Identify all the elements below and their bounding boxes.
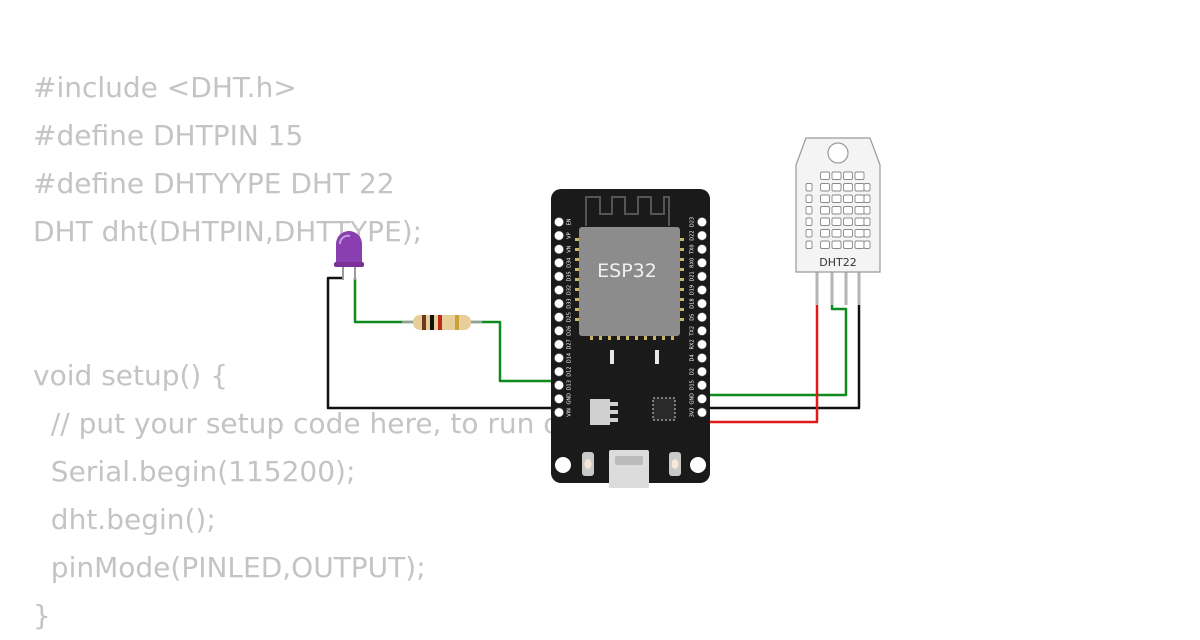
pin-label-right-3v3: 3V3 — [690, 408, 696, 418]
en-button[interactable] — [582, 452, 594, 476]
pin-right-gnd[interactable] — [697, 393, 707, 404]
pin-left-d14[interactable] — [554, 353, 564, 363]
pin-label-left-d33: D33 — [567, 298, 573, 308]
pin-label-left-d34: D34 — [567, 258, 573, 268]
code-line-1: #include <DHT.h> — [33, 71, 297, 104]
pin-left-d25[interactable] — [554, 312, 564, 323]
code-line-12: } — [33, 599, 51, 632]
pin-label-right-d21: D21 — [690, 271, 696, 281]
pin-label-right-tx2: TX2 — [690, 326, 696, 337]
wire-3v3-to-dht-vcc[interactable] — [703, 304, 819, 424]
wire-gnd-to-dht-gnd[interactable] — [703, 304, 861, 410]
code-line-4: DHT dht(DHTPIN,DHTTYPE); — [33, 215, 423, 248]
pin-right-d23[interactable] — [697, 217, 707, 227]
pin-label-right-tx0: TX0 — [690, 244, 696, 255]
pin-right-d2[interactable] — [697, 366, 707, 377]
pin-left-d34[interactable] — [554, 257, 564, 268]
wire-resistor-to-d12[interactable] — [470, 320, 557, 383]
pin-label-right-d15: D15 — [690, 380, 696, 390]
pin-right-tx0[interactable] — [697, 244, 707, 255]
boot-button[interactable] — [669, 452, 681, 476]
pin-label-left-d26: D26 — [567, 326, 573, 336]
chip-pins — [575, 238, 684, 340]
usb-port[interactable] — [609, 450, 649, 488]
pin-label-left-vp: VP — [567, 232, 573, 238]
pin-right-d21[interactable] — [697, 271, 707, 282]
pin-right-d18[interactable] — [697, 298, 707, 309]
pin-right-rx0[interactable] — [697, 257, 707, 268]
pin-label-right-rx2: RX2 — [690, 339, 696, 349]
pin-label-left-d14: D14 — [567, 353, 573, 363]
esp32-chip — [579, 227, 680, 336]
voltage-regulator — [590, 399, 618, 425]
pin-left-d26[interactable] — [554, 325, 564, 336]
wire-d15-to-dht-data[interactable] — [703, 304, 848, 397]
code-line-9: Serial.begin(115200); — [33, 455, 356, 488]
pin-label-right-gnd: GND — [690, 393, 696, 405]
wire-led-to-gnd[interactable] — [326, 276, 557, 410]
pin-label-right-d23: D23 — [690, 217, 696, 227]
wire-led-to-resistor[interactable] — [353, 278, 414, 324]
pin-label-left-en: EN — [567, 218, 573, 225]
pin-label-left-d25: D25 — [567, 312, 573, 322]
pin-right-d15[interactable] — [697, 380, 707, 391]
pin-left-en[interactable] — [554, 217, 564, 227]
pin-label-left-vin: VIN — [567, 408, 573, 417]
pin-left-gnd[interactable] — [554, 393, 564, 404]
pin-left-vin[interactable] — [554, 407, 564, 418]
pin-label-left-gnd: GND — [567, 393, 573, 405]
code-line-7: void setup() { — [33, 359, 229, 392]
pin-label-right-d4: D4 — [690, 354, 696, 361]
dht22-sensor-icon[interactable]: DHT22 — [795, 137, 881, 305]
pin-right-d22[interactable] — [697, 230, 707, 241]
pin-label-left-d12: D12 — [567, 366, 573, 376]
pin-right-tx2[interactable] — [697, 325, 707, 336]
pin-left-d13[interactable] — [554, 380, 564, 391]
pin-label-left-vn: VN — [567, 245, 573, 252]
resistor-icon[interactable] — [402, 315, 482, 330]
pin-left-d27[interactable] — [554, 339, 564, 350]
chip-label: ESP32 — [597, 260, 657, 282]
code-line-2: #define DHTPIN 15 — [33, 119, 304, 152]
antenna-trace — [585, 196, 670, 226]
pin-label-right-d18: D18 — [690, 298, 696, 308]
pin-label-left-d32: D32 — [567, 285, 573, 295]
pin-right-rx2[interactable] — [697, 339, 707, 350]
code-line-11: pinMode(PINLED,OUTPUT); — [33, 551, 426, 584]
pin-left-d12[interactable] — [554, 366, 564, 377]
pin-label-right-d19: D19 — [690, 285, 696, 295]
pin-left-d33[interactable] — [554, 298, 564, 309]
wires — [326, 276, 861, 424]
code-line-3: #define DHTYYPE DHT 22 — [33, 167, 395, 200]
pin-left-d35[interactable] — [554, 271, 564, 282]
pin-left-vn[interactable] — [554, 244, 564, 255]
code-line-10: dht.begin(); — [33, 503, 216, 536]
pin-label-right-d22: D22 — [690, 230, 696, 240]
pin-label-right-d5: D5 — [690, 314, 696, 321]
pin-right-d4[interactable] — [697, 353, 707, 363]
code-editor-text: #include <DHT.h> #define DHTPIN 15 #define… — [33, 64, 620, 640]
pin-label-left-d27: D27 — [567, 339, 573, 349]
sensor-vent-grid — [805, 171, 871, 249]
pin-label-left-d13: D13 — [567, 380, 573, 390]
pin-label-right-d2: D2 — [690, 368, 696, 375]
pin-left-vp[interactable] — [554, 230, 564, 241]
led-icon[interactable] — [334, 231, 364, 280]
sensor-label: DHT22 — [819, 256, 856, 269]
pin-label-left-d35: D35 — [567, 271, 573, 281]
pin-right-d19[interactable] — [697, 285, 707, 295]
pin-left-d32[interactable] — [554, 285, 564, 295]
pin-right-d5[interactable] — [697, 312, 707, 323]
pin-right-3v3[interactable] — [697, 407, 707, 418]
usb-serial-chip — [652, 397, 676, 421]
pin-label-right-rx0: RX0 — [690, 258, 696, 268]
